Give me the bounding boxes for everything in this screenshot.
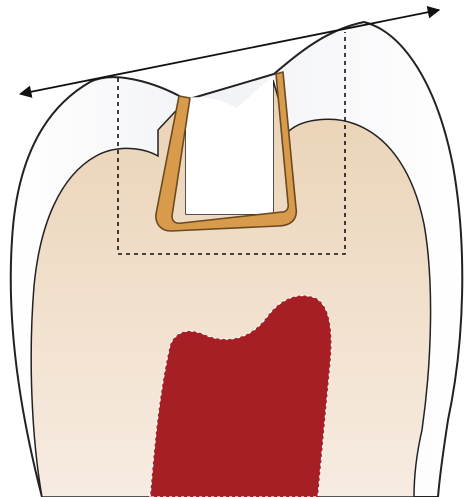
tooth-diagram-svg: [0, 0, 472, 497]
tooth-cross-section-diagram: [0, 0, 472, 497]
